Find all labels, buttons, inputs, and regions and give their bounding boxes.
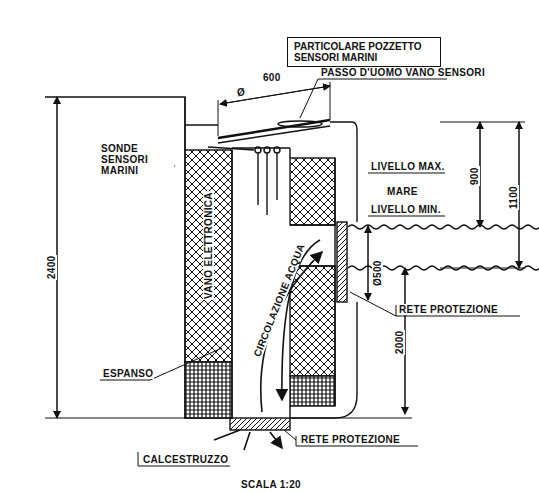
dim-symbol: Ø [236,87,246,98]
part-label: RETE PROTEZIONE [398,304,499,315]
part-label: SONDE SENSORI MARINI [100,143,174,176]
dimension: 2400 [46,255,57,280]
part-label: PASSO D'UOMO VANO SENSORI [320,67,486,78]
material-label: ESPANSO [102,368,154,379]
level-label: LIVELLO MAX. [370,161,446,172]
material-label: CALCESTRUZZO [142,454,229,465]
dimension: 900 [469,166,480,186]
dimension: 600 [262,72,282,83]
scale-note: SCALA 1:20 [240,479,302,490]
level-label: LIVELLO MIN. [370,204,442,215]
part-label: RETE PROTEZIONE [300,434,401,445]
dimension: 2000 [394,330,405,355]
title-box: PARTICOLARE POZZETTO SENSORI MARINI [287,37,441,67]
dimension: 1100 [508,185,519,210]
room-label: VANO ELETTRONICA [203,191,214,300]
dimension: Ø500 [372,259,383,287]
level-label: MARE [386,186,419,197]
